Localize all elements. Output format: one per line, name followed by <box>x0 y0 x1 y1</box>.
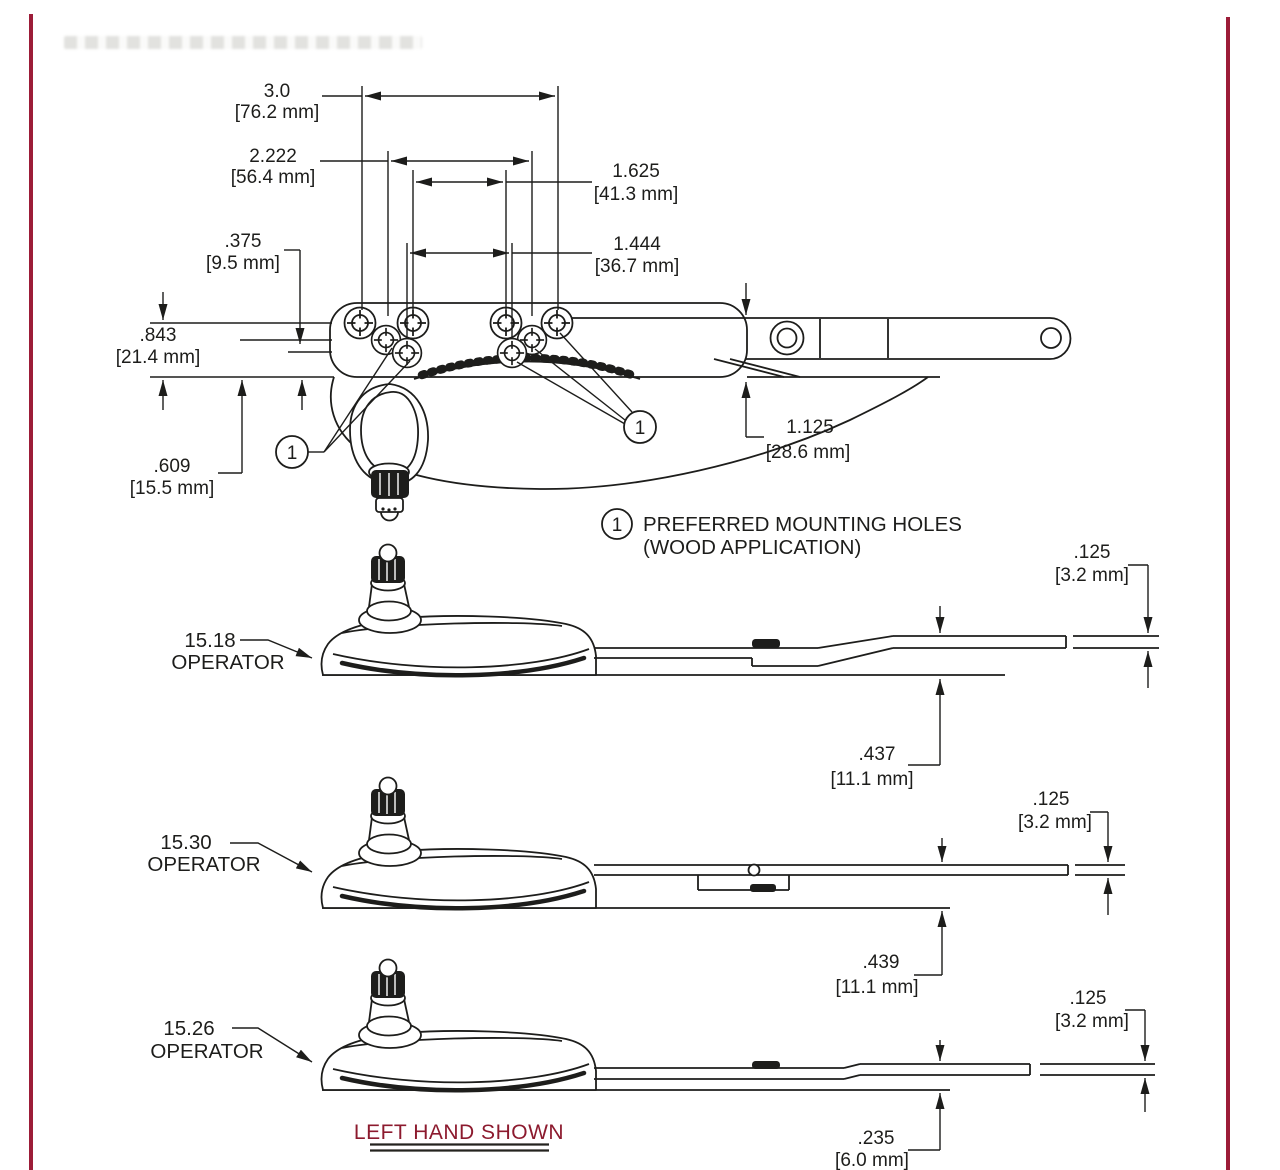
dim-1.125-in: 1.125 <box>786 417 834 438</box>
model-number: 15.18 <box>184 629 235 652</box>
dim-1.444-mm: [36.7 mm] <box>595 256 679 277</box>
balloon-callout-left: 1 <box>275 347 411 469</box>
dim-1.125-mm: [28.6 mm] <box>766 442 850 463</box>
dim-1.625: 1.625 [41.3 mm] <box>412 161 678 310</box>
model-number: 15.26 <box>163 1017 214 1040</box>
dim-offset: .437 [11.1 mm] <box>830 606 945 790</box>
offset-mm: [11.1 mm] <box>830 769 913 790</box>
dim-offset: .235 [6.0 mm] <box>835 1040 945 1170</box>
arm-end-hole <box>1040 327 1062 349</box>
thickness-mm: [3.2 mm] <box>1018 812 1092 833</box>
offset-in: .235 <box>858 1128 895 1149</box>
thickness-mm: [3.2 mm] <box>1055 1011 1129 1032</box>
dim-.609-mm: [15.5 mm] <box>130 478 214 499</box>
model-label: 15.26 OPERATOR <box>150 1017 313 1063</box>
offset-mm: [6.0 mm] <box>835 1150 909 1170</box>
model-role: OPERATOR <box>150 1040 263 1063</box>
offset-mm: [11.1 mm] <box>835 977 918 998</box>
left-hand-shown-label: LEFT HAND SHOWN <box>354 1121 564 1144</box>
dim-.375: .375 [9.5 mm] <box>206 231 305 344</box>
side-view-15.30: 15.30 OPERATOR .125 [3.2 mm] .439 [11.1 … <box>147 778 1125 998</box>
dim-.375-mm: [9.5 mm] <box>206 253 280 274</box>
dim-thickness: .125 [3.2 mm] <box>1018 789 1113 915</box>
dim-.609-in: .609 <box>154 456 191 477</box>
dim-3.0: 3.0 [76.2 mm] <box>235 81 559 310</box>
offset-in: .437 <box>859 744 896 765</box>
top-view: 3.0 [76.2 mm] 2.222 [56.4 mm] 1.625 [41.… <box>116 81 1072 522</box>
model-label: 15.30 OPERATOR <box>147 831 313 876</box>
dim-3.0-mm: [76.2 mm] <box>235 102 319 123</box>
model-role: OPERATOR <box>171 651 284 674</box>
thickness-in: .125 <box>1070 988 1107 1009</box>
thickness-mm: [3.2 mm] <box>1055 565 1129 586</box>
operator-arm <box>560 317 1072 378</box>
dim-.609: .609 [15.5 mm] <box>130 380 307 499</box>
model-label: 15.18 OPERATOR <box>171 629 313 674</box>
dim-2.222-mm: [56.4 mm] <box>231 167 315 188</box>
legend-line1: PREFERRED MOUNTING HOLES <box>643 513 962 536</box>
dim-2.222-in: 2.222 <box>249 146 297 167</box>
dim-offset: .439 [11.1 mm] <box>835 838 947 998</box>
dim-1.625-mm: [41.3 mm] <box>594 184 678 205</box>
dim-2.222: 2.222 [56.4 mm] <box>231 146 533 316</box>
thickness-in: .125 <box>1074 542 1111 563</box>
row-extension-lines <box>150 322 334 378</box>
arm-profile <box>594 635 1159 667</box>
footer-note: LEFT HAND SHOWN <box>354 1121 564 1152</box>
gear-sector <box>413 353 641 380</box>
legend-balloon: 1 <box>612 515 623 536</box>
balloon-label: 1 <box>635 418 646 439</box>
dim-.843-mm: [21.4 mm] <box>116 347 200 368</box>
dim-3.0-in: 3.0 <box>264 81 290 102</box>
balloon-callout-right: 1 <box>516 332 657 444</box>
crank-boss <box>349 383 429 522</box>
dim-1.625-in: 1.625 <box>612 161 660 182</box>
side-view-15.26: 15.26 OPERATOR .125 [3.2 mm] .235 [6.0 m… <box>150 960 1155 1170</box>
dim-.375-in: .375 <box>225 231 262 252</box>
thickness-in: .125 <box>1033 789 1070 810</box>
model-role: OPERATOR <box>147 853 260 876</box>
dim-1.444: 1.444 [36.7 mm] <box>406 234 679 337</box>
faint-header-artifact <box>64 36 422 49</box>
legend: 1 PREFERRED MOUNTING HOLES (WOOD APPLICA… <box>601 508 962 559</box>
side-view-15.18: 15.18 OPERATOR .125 [3.2 mm] .437 [11.1 … <box>171 542 1159 790</box>
dim-1.125: 1.125 [28.6 mm] <box>741 283 850 463</box>
balloon-label: 1 <box>287 443 298 464</box>
offset-in: .439 <box>863 952 900 973</box>
arm-profile <box>594 1061 1155 1080</box>
dim-thickness: .125 [3.2 mm] <box>1055 988 1150 1112</box>
model-number: 15.30 <box>160 831 211 854</box>
arm-profile <box>594 863 1125 892</box>
dim-1.444-in: 1.444 <box>613 234 661 255</box>
dim-.843-in: .843 <box>140 325 177 346</box>
dim-.843: .843 [21.4 mm] <box>116 292 200 410</box>
dim-thickness: .125 [3.2 mm] <box>1055 542 1153 688</box>
legend-line2: (WOOD APPLICATION) <box>643 536 861 559</box>
